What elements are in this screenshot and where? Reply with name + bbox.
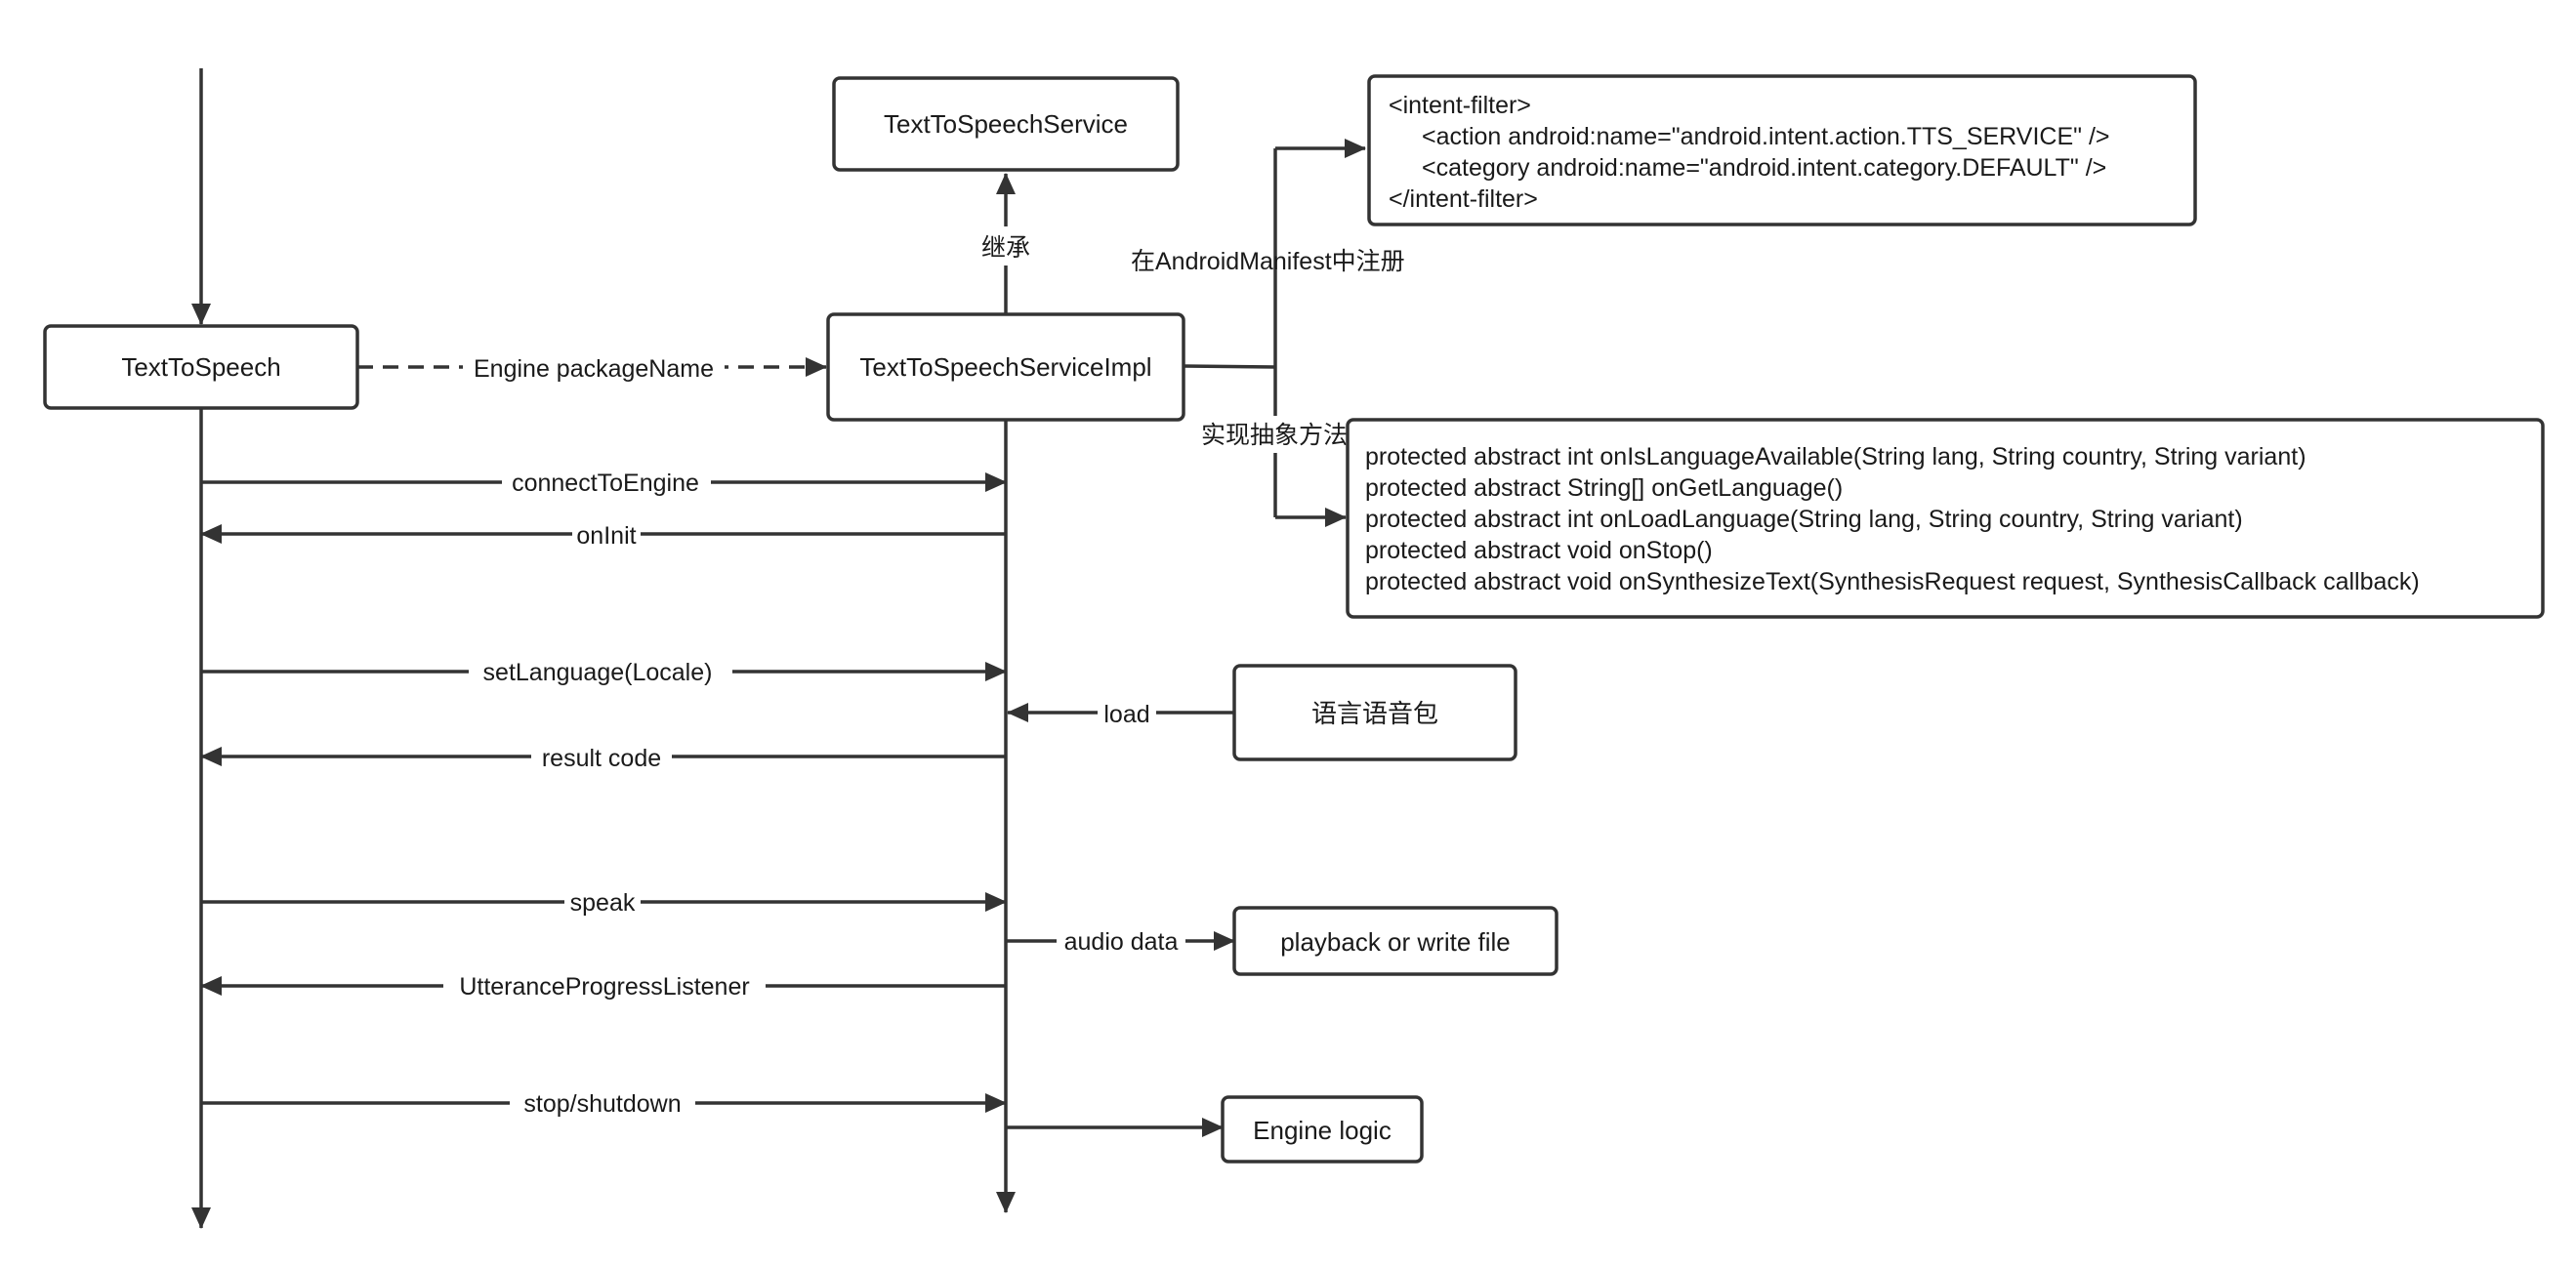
inherit-label: 继承 [981, 234, 1030, 262]
svg-text:Engine logic: Engine logic [1253, 1116, 1392, 1145]
oninit-label: onInit [576, 522, 636, 550]
engine-logic-node: Engine logic [1221, 1095, 1424, 1164]
svg-text:protected abstract void onStop: protected abstract void onStop() [1365, 537, 1713, 564]
abstract-methods-box: protected abstract int onIsLanguageAvail… [1346, 418, 2545, 619]
set-language-label: setLanguage(Locale) [483, 659, 713, 686]
svg-text:playback or write file: playback or write file [1280, 927, 1511, 957]
intent-filter-box: <intent-filter> <action android:name="an… [1367, 74, 2197, 226]
audio-data-label: audio data [1064, 928, 1179, 956]
svg-text:protected abstract int onIsLan: protected abstract int onIsLanguageAvail… [1365, 443, 2306, 470]
stop-label: stop/shutdown [523, 1090, 681, 1118]
svg-text:TextToSpeechService: TextToSpeechService [884, 109, 1128, 139]
load-label: load [1103, 701, 1149, 728]
connect-label: connectToEngine [512, 470, 699, 497]
tts-service-impl-node: TextToSpeechServiceImpl [826, 312, 1185, 422]
svg-text:<category android:name="androi: <category android:name="android.intent.c… [1422, 154, 2106, 182]
register-label: 在AndroidManifest中注册 [1131, 248, 1405, 275]
result-code-label: result code [542, 745, 661, 772]
language-pack-node: 语言语音包 [1232, 664, 1517, 761]
svg-text:<action android:name="android.: <action android:name="android.intent.act… [1422, 123, 2110, 150]
impl-branch-stub [1183, 364, 1276, 369]
svg-text:protected abstract void onSynt: protected abstract void onSynthesizeText… [1365, 568, 2420, 595]
svg-text:protected abstract int onLoadL: protected abstract int onLoadLanguage(St… [1365, 506, 2243, 533]
implement-label: 实现抽象方法 [1201, 422, 1348, 449]
svg-text:TextToSpeechServiceImpl: TextToSpeechServiceImpl [859, 352, 1151, 382]
svg-text:<intent-filter>: <intent-filter> [1389, 92, 1531, 119]
playback-node: playback or write file [1232, 906, 1558, 976]
speak-label: speak [570, 889, 636, 917]
svg-text:语言语音包: 语言语音包 [1311, 699, 1438, 728]
tts-node: TextToSpeech [43, 324, 359, 410]
tts-service-node: TextToSpeechService [832, 76, 1180, 172]
svg-text:</intent-filter>: </intent-filter> [1389, 185, 1538, 213]
engine-package-label: Engine packageName [474, 355, 714, 383]
svg-text:TextToSpeech: TextToSpeech [121, 352, 280, 382]
svg-text:protected abstract String[] on: protected abstract String[] onGetLanguag… [1365, 474, 1843, 502]
utterance-label: UtteranceProgressListener [459, 973, 749, 1001]
